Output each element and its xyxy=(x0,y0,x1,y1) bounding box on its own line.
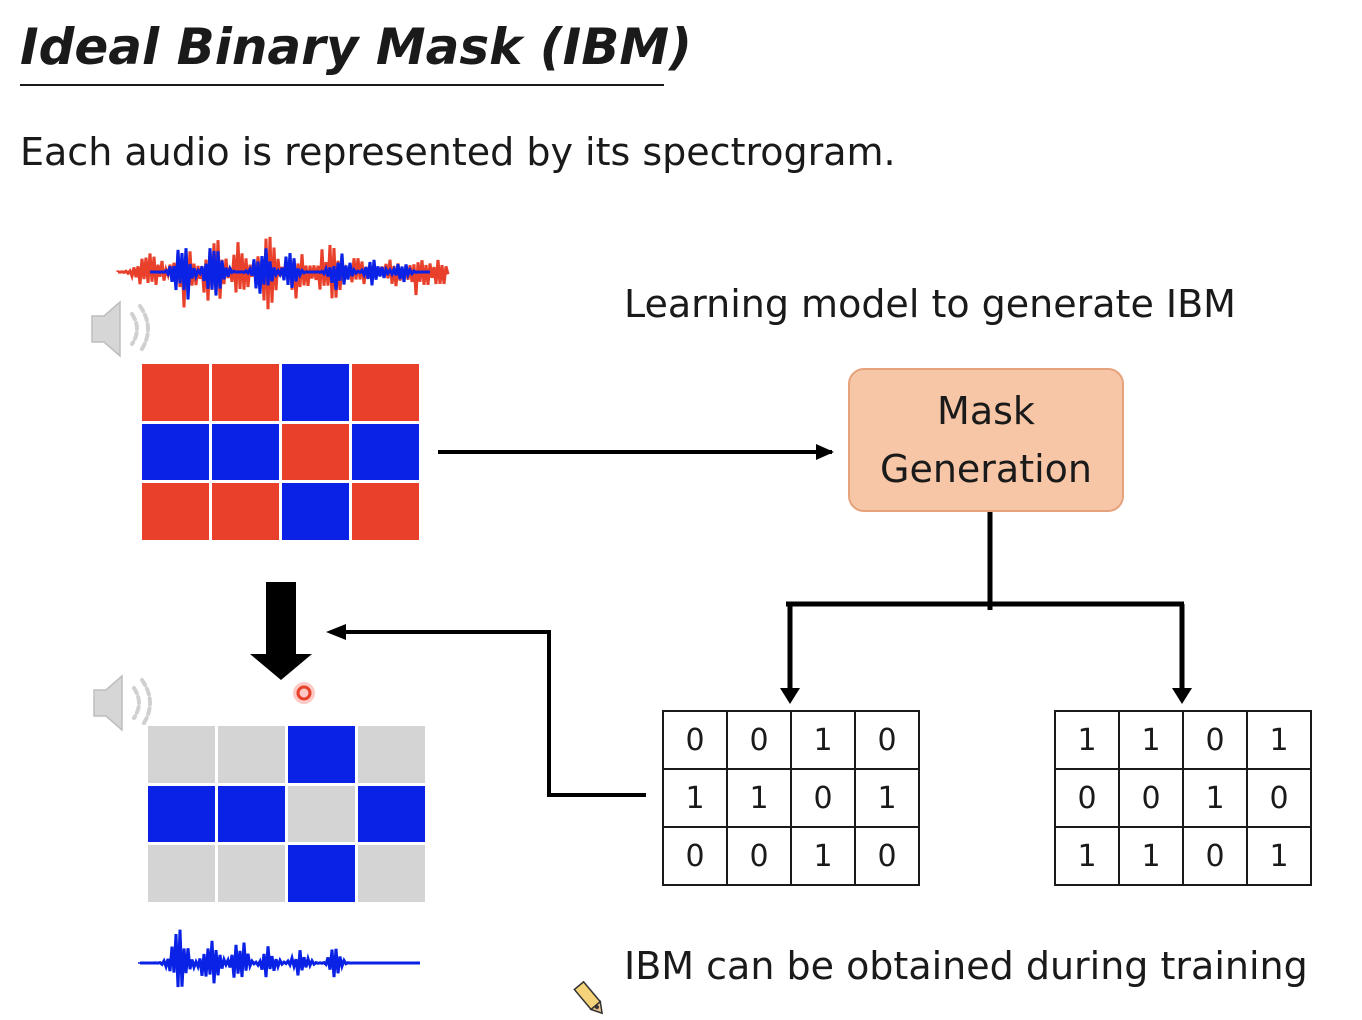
mask-generation-line1: Mask xyxy=(937,389,1035,433)
arrow-to-mask-right xyxy=(1172,688,1192,704)
mask-generation-box: Mask Generation xyxy=(848,368,1124,512)
arrow-mask-to-spectrogram xyxy=(344,630,646,797)
spectrogram-cell xyxy=(288,726,355,783)
big-down-arrow xyxy=(250,582,312,680)
caption-ibm-training: IBM can be obtained during training xyxy=(624,944,1308,988)
slide-title: Ideal Binary Mask (IBM) xyxy=(20,18,692,76)
mask-cell: 1 xyxy=(1182,768,1248,828)
spectrogram-cell xyxy=(282,423,349,481)
mask-cell: 0 xyxy=(1182,826,1248,886)
mask-cell: 1 xyxy=(1118,826,1184,886)
mask-cell: 0 xyxy=(662,710,728,770)
spectrogram-cell xyxy=(142,423,209,481)
spectrogram-cell xyxy=(218,785,285,843)
mask-cell: 0 xyxy=(854,826,920,886)
spectrogram-cell xyxy=(148,726,215,783)
mask-cell: 0 xyxy=(726,710,792,770)
spectrogram-cell xyxy=(358,726,425,783)
spectrogram-cell xyxy=(142,364,209,421)
mask-generation-line2: Generation xyxy=(880,447,1092,491)
spectrogram-cell xyxy=(282,483,349,540)
spectrogram-cell xyxy=(288,845,355,902)
spectrogram-cell xyxy=(148,785,215,843)
mask-cell: 1 xyxy=(662,768,728,828)
spectrogram-cell xyxy=(212,423,279,481)
speaker-icon[interactable] xyxy=(93,674,152,732)
mask-cell: 1 xyxy=(1246,710,1312,770)
spectrogram-cell xyxy=(282,364,349,421)
separated-waveform xyxy=(138,929,420,988)
mask-cell: 0 xyxy=(854,710,920,770)
spectrogram-cell xyxy=(358,785,425,843)
spectrogram-cell xyxy=(218,845,285,902)
arrow-to-mask-left xyxy=(780,688,800,704)
mask-cell: 0 xyxy=(790,768,856,828)
pointer-dot xyxy=(293,682,315,704)
mask-cell: 1 xyxy=(1054,710,1120,770)
caption-learning-model: Learning model to generate IBM xyxy=(624,282,1236,326)
spectrogram-cell xyxy=(352,423,419,481)
spectrogram-cell xyxy=(288,785,355,843)
spectrogram-cell xyxy=(358,845,425,902)
pencil-cursor-icon xyxy=(573,980,604,1015)
mask-cell: 0 xyxy=(1182,710,1248,770)
speaker-icon[interactable] xyxy=(91,300,150,358)
mask-cell: 0 xyxy=(1246,768,1312,828)
spectrogram-cell xyxy=(352,483,419,540)
spectrogram-cell xyxy=(212,364,279,421)
spectrogram-cell xyxy=(148,845,215,902)
mixed-spectrogram xyxy=(142,364,419,540)
spectrogram-cell xyxy=(212,483,279,540)
mask-cell: 1 xyxy=(726,768,792,828)
mask-cell: 0 xyxy=(662,826,728,886)
mixed-waveform xyxy=(116,236,450,310)
mask-cell: 1 xyxy=(1118,710,1184,770)
spectrogram-cell xyxy=(218,726,285,783)
mask-cell: 0 xyxy=(726,826,792,886)
mask-cell: 1 xyxy=(790,710,856,770)
spectrogram-cell xyxy=(352,364,419,421)
mask-cell: 1 xyxy=(1054,826,1120,886)
mask-cell: 0 xyxy=(1118,768,1184,828)
masked-spectrogram xyxy=(148,726,425,902)
mask-cell: 0 xyxy=(1054,768,1120,828)
mask-cell: 1 xyxy=(854,768,920,828)
spectrogram-cell xyxy=(142,483,209,540)
arrow-mask-to-spectrogram-head xyxy=(326,624,346,640)
title-underline xyxy=(20,84,664,86)
mask-cell: 1 xyxy=(790,826,856,886)
mask-cell: 1 xyxy=(1246,826,1312,886)
slide-subtitle: Each audio is represented by its spectro… xyxy=(20,130,896,174)
mask-split-connector xyxy=(786,512,1185,688)
